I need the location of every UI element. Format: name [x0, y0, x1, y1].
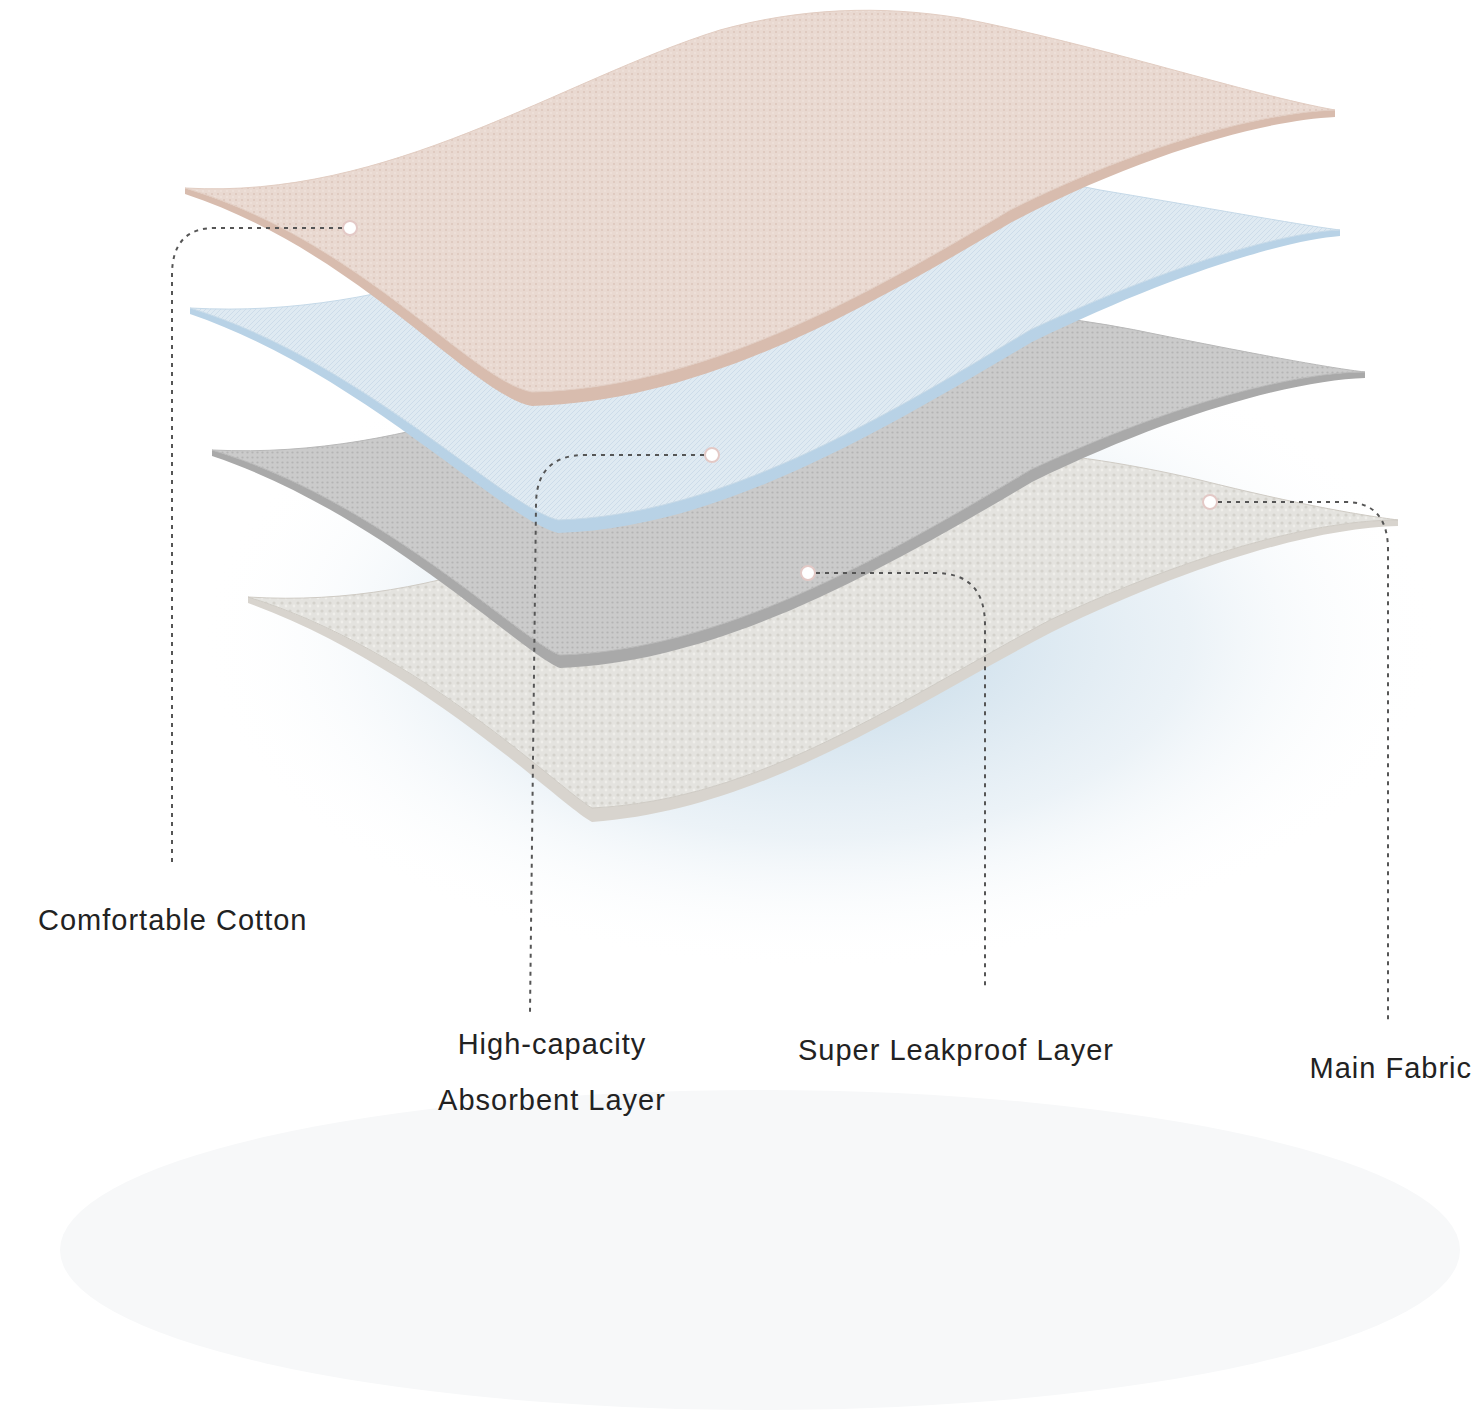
floor-shade — [60, 1090, 1460, 1410]
layer-label: Comfortable Cotton — [38, 892, 398, 948]
marker-dot — [801, 566, 815, 580]
marker-dots — [343, 221, 1217, 580]
marker-dot — [1203, 495, 1217, 509]
leader-lines — [172, 228, 1388, 1022]
cotton-sheet — [185, 10, 1335, 406]
layer-label: High-capacity Absorbent Layer — [402, 1016, 702, 1128]
marker-dot — [343, 221, 357, 235]
leader-line — [530, 455, 704, 1012]
leader-line — [1218, 502, 1388, 1022]
layer-label: Super Leakproof Layer — [798, 1022, 1198, 1078]
marker-dot — [705, 448, 719, 462]
layer-label: Main Fabric — [1310, 1040, 1473, 1096]
leader-line — [816, 573, 985, 990]
leader-line — [172, 228, 342, 866]
